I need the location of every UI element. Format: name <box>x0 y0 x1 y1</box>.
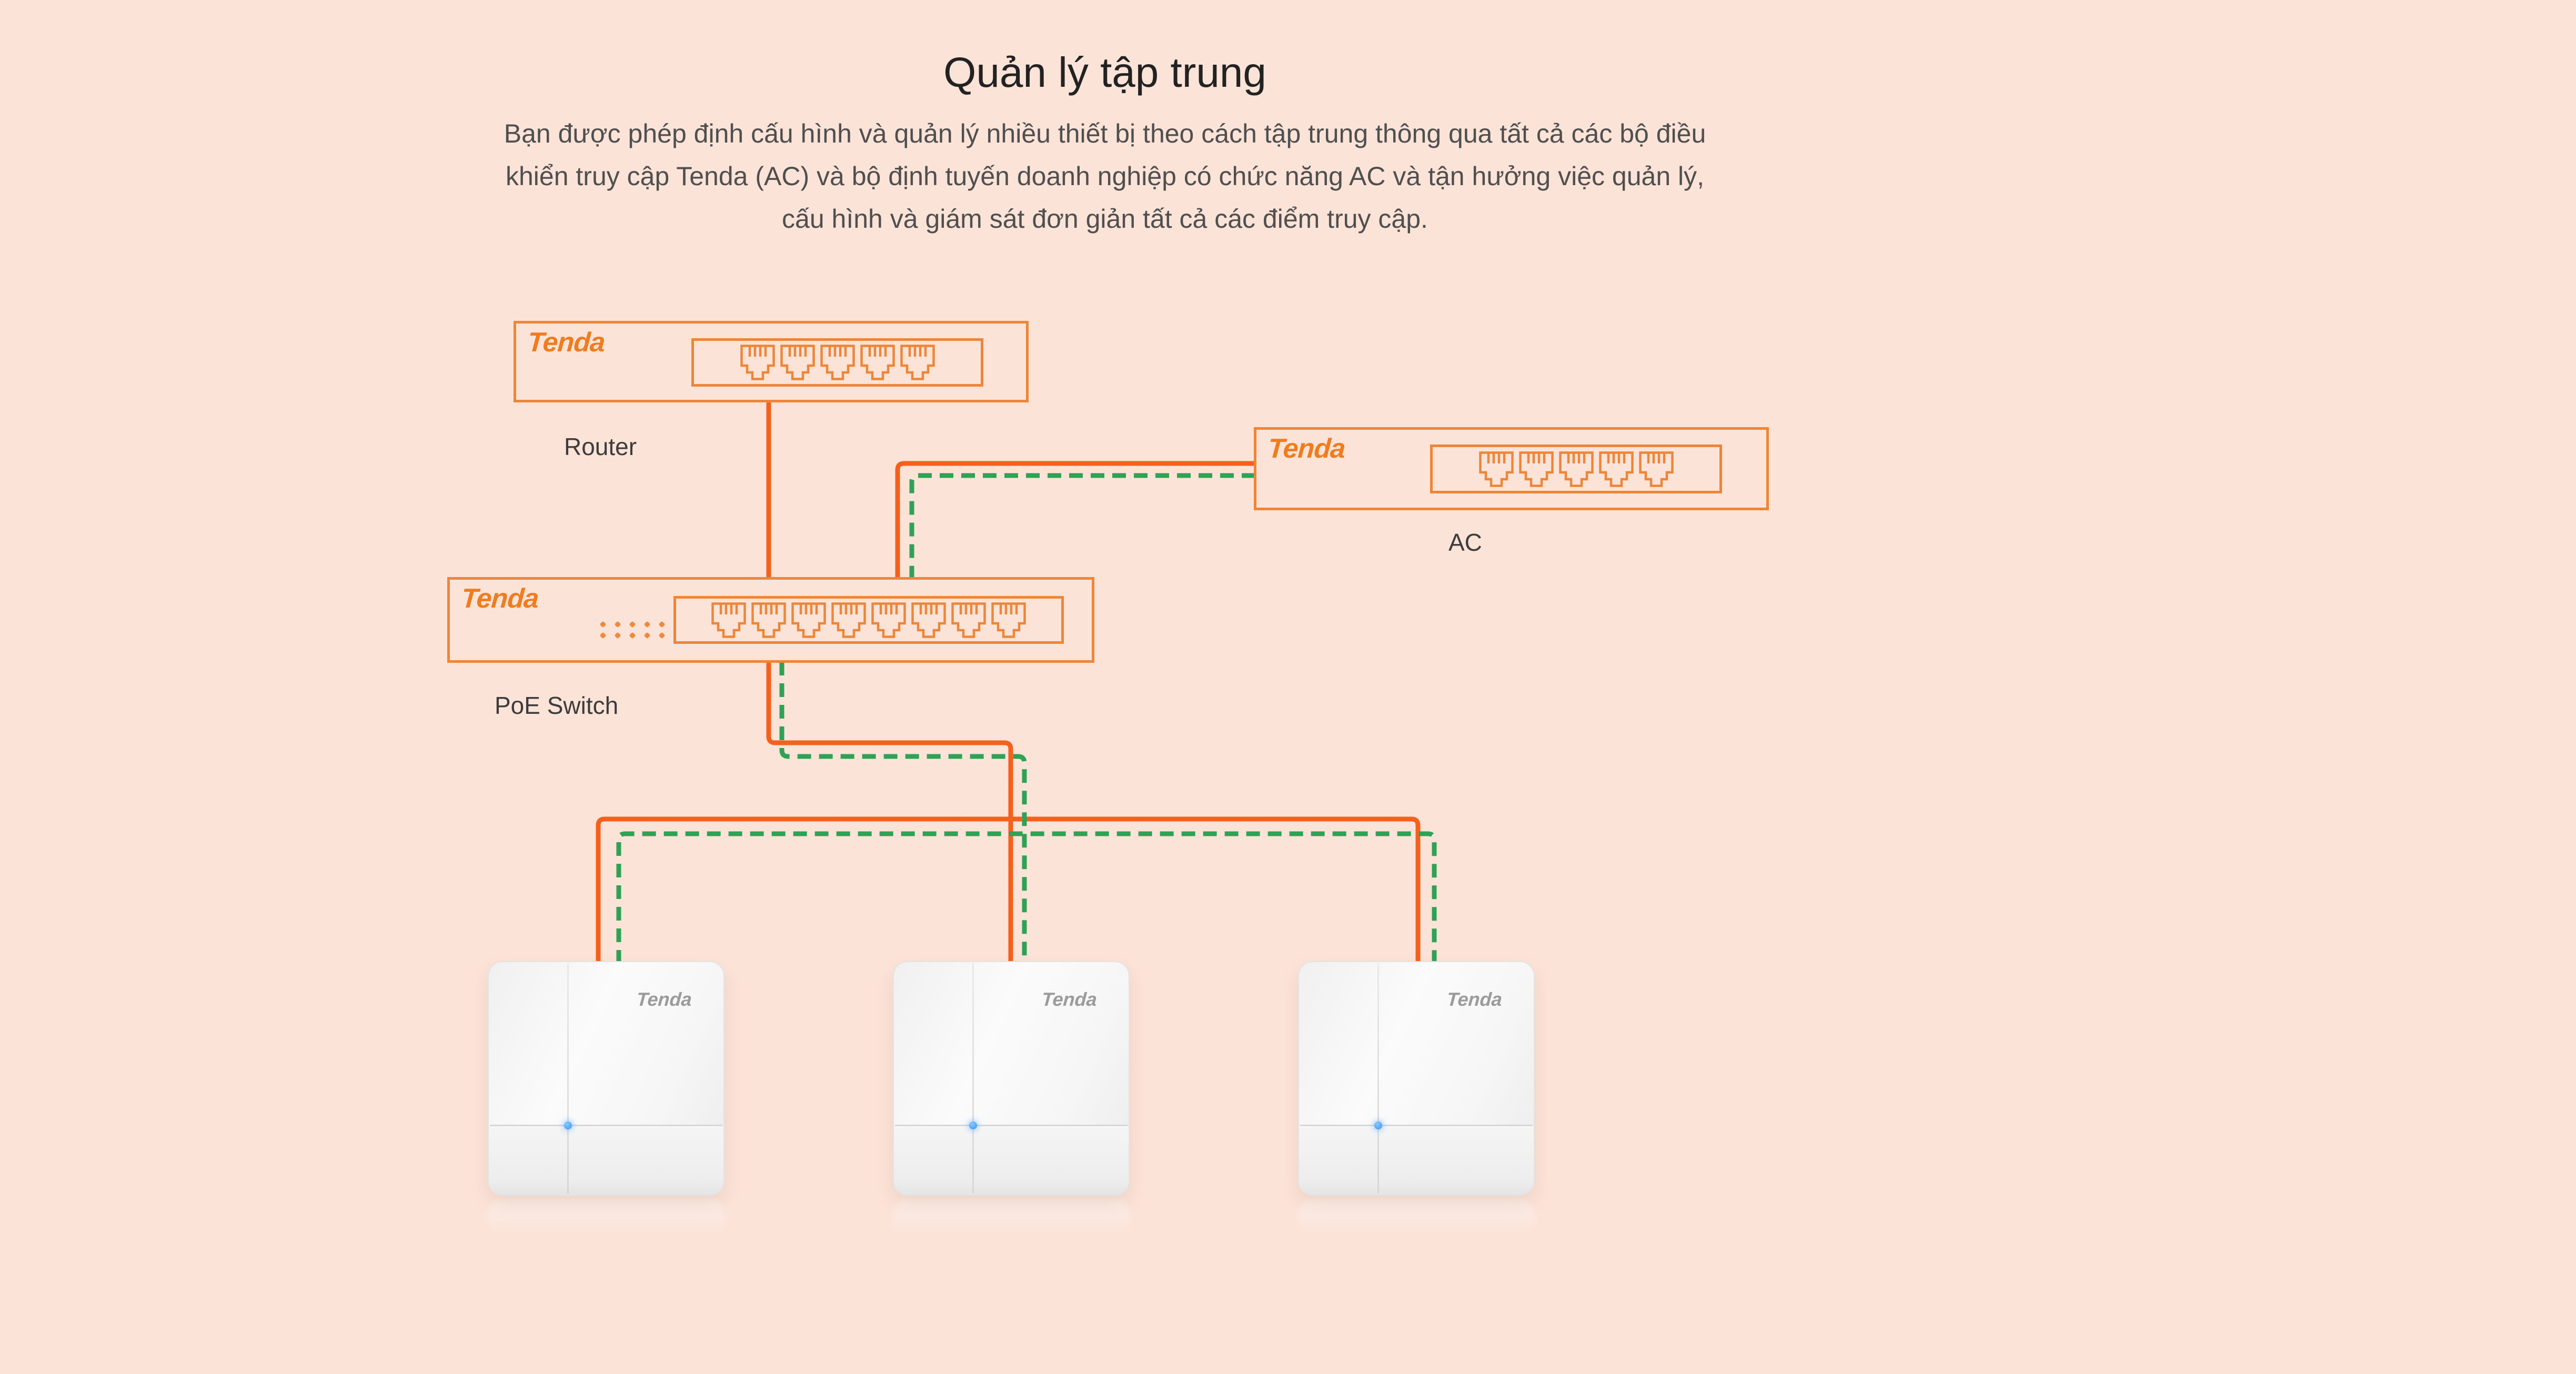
tenda-logo: Tenda <box>1041 988 1098 1010</box>
switch-led-dot <box>658 621 666 628</box>
description-line: cấu hình và giám sát đơn giản tất cả các… <box>782 204 1428 234</box>
tenda-logo: Tenda <box>1446 988 1503 1010</box>
tenda-logo: Tenda <box>636 988 693 1010</box>
ap-seam <box>1377 963 1379 1194</box>
rj45-port-icon <box>860 345 895 380</box>
rj45-port-icon <box>911 602 946 638</box>
switch-led-dot <box>614 621 621 628</box>
page-description: Bạn được phép định cấu hình và quản lý n… <box>0 113 2210 240</box>
ap-reflection <box>893 1199 1130 1238</box>
rj45-port-icon <box>780 345 815 380</box>
ap-seam <box>895 1125 1128 1127</box>
page-title: Quản lý tập trung <box>943 49 1266 96</box>
ac-port-panel <box>1430 444 1722 493</box>
switch-port-panel <box>673 596 1064 644</box>
router-port-panel <box>691 338 983 387</box>
ap-bottom-panel <box>894 1126 1129 1195</box>
cable-switch-to-ap2-green <box>779 662 1027 964</box>
ap-seam <box>1300 1125 1533 1127</box>
router-device: Tenda <box>514 321 1029 402</box>
router-label: Router <box>564 433 637 460</box>
rj45-port-icon <box>711 602 746 638</box>
description-line: khiển truy cập Tenda (AC) và bộ định tuy… <box>505 161 1705 191</box>
switch-led-dot <box>643 632 651 639</box>
ap-status-led <box>969 1122 977 1129</box>
rj45-port-icon <box>820 345 855 380</box>
ap-reflection <box>1298 1199 1535 1238</box>
rj45-port-icon <box>871 602 906 638</box>
switch-led-dot <box>658 632 666 639</box>
rj45-port-icon <box>740 345 775 380</box>
rj45-port-icon <box>831 602 866 638</box>
rj45-port-icon <box>751 602 786 638</box>
ap-seam <box>972 963 974 1194</box>
access-point-2: Tenda <box>893 961 1130 1196</box>
switch-led-dot <box>614 632 621 639</box>
switch-led-dot <box>629 621 636 628</box>
ap-status-led <box>1374 1122 1382 1129</box>
rj45-port-icon <box>1478 451 1514 487</box>
rj45-port-icon <box>791 602 826 638</box>
switch-led-dot <box>629 632 636 639</box>
rj45-port-icon <box>900 345 935 380</box>
switch-led-dot <box>599 621 607 628</box>
rj45-port-icon <box>1558 451 1594 487</box>
rj45-port-icon <box>991 602 1026 638</box>
tenda-logo: Tenda <box>526 327 606 358</box>
description-line: Bạn được phép định cấu hình và quản lý n… <box>504 119 1706 148</box>
ac-controller-device: Tenda <box>1254 427 1769 510</box>
access-point-3: Tenda <box>1298 961 1535 1196</box>
tenda-logo: Tenda <box>1266 433 1346 464</box>
ap-seam <box>490 1125 722 1127</box>
ap-seam <box>567 963 569 1194</box>
rj45-port-icon <box>1518 451 1554 487</box>
cable-switch-to-ap2-orange <box>766 662 1013 964</box>
ap-bottom-panel <box>489 1126 723 1195</box>
cable-branch-ap1-ap3-orange <box>596 816 1421 964</box>
cable-ac-to-switch-orange <box>895 461 1255 577</box>
tenda-logo: Tenda <box>460 583 540 614</box>
switch-led-dot <box>599 632 607 639</box>
ac-label: AC <box>1448 529 1482 556</box>
access-point-1: Tenda <box>488 961 724 1196</box>
rj45-port-icon <box>951 602 986 638</box>
rj45-port-icon <box>1598 451 1634 487</box>
switch-led-grid <box>599 621 666 639</box>
ap-status-led <box>564 1122 572 1129</box>
poe-switch-label: PoE Switch <box>495 692 619 719</box>
ap-bottom-panel <box>1299 1126 1534 1195</box>
cable-ac-to-switch-green <box>909 473 1255 579</box>
header-section: Quản lý tập trung Bạn được phép định cấu… <box>0 0 2210 240</box>
switch-led-dot <box>643 621 651 628</box>
poe-switch-device: Tenda <box>447 577 1094 663</box>
ap-reflection <box>488 1199 724 1238</box>
rj45-port-icon <box>1638 451 1674 487</box>
